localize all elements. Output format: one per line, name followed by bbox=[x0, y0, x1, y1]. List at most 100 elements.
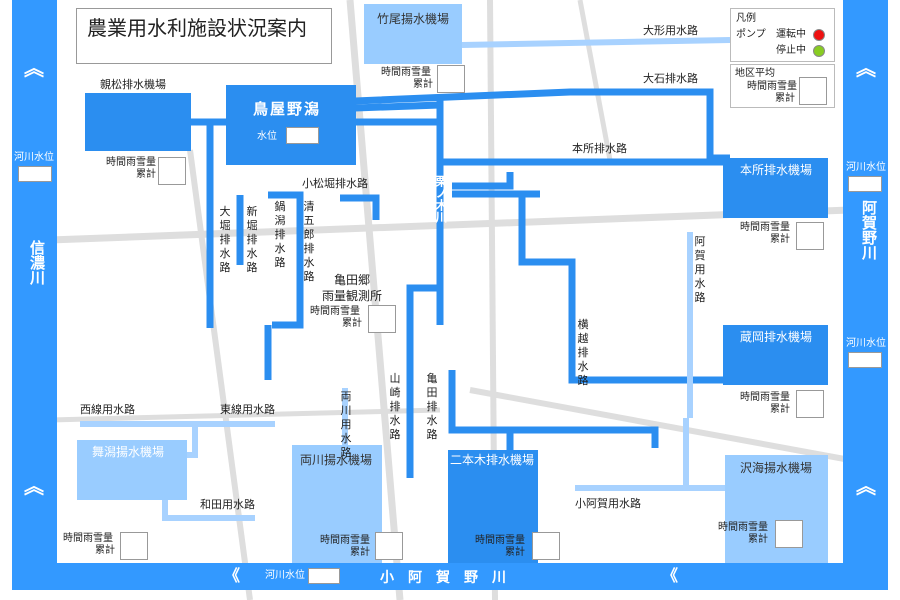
koagano-river-label: 小阿賀野川 bbox=[380, 570, 520, 586]
agano-flow-top-icon: ︽ bbox=[856, 56, 876, 80]
kameda-rain-hour: 時間雨雪量 bbox=[310, 306, 360, 317]
honjo-rain-label: 時間雨雪量累計 bbox=[740, 222, 790, 246]
kameda-rain-station-name[interactable]: 亀田郷 雨量観測所 bbox=[322, 273, 383, 303]
shinmatsu-rain-total: 累計 bbox=[136, 169, 156, 180]
nihongi-station-block bbox=[448, 450, 538, 563]
kuraoka-station-name[interactable]: 蔵岡排水機場 bbox=[740, 330, 813, 344]
kameda-haisui-label: 亀田排水路 bbox=[426, 372, 438, 441]
honjo-rain-hour: 時間雨雪量 bbox=[740, 222, 790, 233]
ryokawa-station-name[interactable]: 両川揚水機場 bbox=[300, 453, 373, 467]
koagano-river bbox=[12, 563, 888, 590]
ryokawa-rain-value bbox=[375, 532, 403, 560]
takeo-rain-total: 累計 bbox=[413, 79, 433, 90]
koagano-flow-left-icon: 《 bbox=[224, 566, 241, 585]
kuraoka-rain-value bbox=[796, 390, 824, 418]
nabegata-label: 鍋潟排水路 bbox=[274, 200, 286, 269]
shinmatsu-station-name[interactable]: 親松排水機場 bbox=[100, 78, 166, 91]
shinano-river-text: 信濃川 bbox=[28, 240, 46, 285]
nihongi-rain-label: 時間雨雪量累計 bbox=[475, 535, 525, 559]
agano-lower-level-label: 河川水位 bbox=[846, 338, 886, 349]
kuraoka-rain-total: 累計 bbox=[770, 404, 790, 415]
takeo-rain-hour: 時間雨雪量 bbox=[381, 67, 431, 78]
nihongi-rain-value bbox=[532, 532, 560, 560]
shinano-flow-bottom-icon: ︽ bbox=[24, 474, 44, 498]
aga-yosui-label: 阿賀用水路 bbox=[694, 235, 706, 304]
koagano-level-value bbox=[308, 568, 340, 584]
kameda-rain-label: 時間雨雪量累計 bbox=[310, 306, 362, 330]
yokogoshi-label: 横越排水路 bbox=[577, 318, 589, 387]
area-average-label: 地区平均 bbox=[735, 68, 775, 79]
ryokawa-yosui-label: 両川用水路 bbox=[340, 390, 352, 459]
agano-lower-level-value bbox=[848, 352, 882, 368]
sawaumi-station-name[interactable]: 沢海揚水機場 bbox=[740, 461, 813, 475]
agano-river-label: 阿賀野川 bbox=[856, 200, 878, 268]
takeo-rain-label: 時間雨雪量累計 bbox=[381, 67, 433, 91]
page-title: 農業用水利施設状況案内 bbox=[76, 8, 332, 64]
running-indicator-icon bbox=[813, 29, 825, 41]
stopped-indicator-icon bbox=[813, 45, 825, 57]
nihongi-station-name[interactable]: 二本木排水機場 bbox=[450, 453, 535, 467]
takeo-station-block bbox=[364, 4, 462, 64]
honjo-rain-value bbox=[796, 222, 824, 250]
legend-running-label: 運転中 bbox=[776, 29, 806, 40]
yamazaki-label: 山崎排水路 bbox=[389, 372, 401, 441]
ryokawa-rain-total: 累計 bbox=[350, 547, 370, 558]
shinano-level-value bbox=[18, 166, 52, 182]
nishisen-label: 西線用水路 bbox=[80, 403, 135, 416]
legend-pump-label: ポンプ bbox=[736, 29, 766, 40]
shinano-flow-top-icon: ︽ bbox=[24, 56, 44, 80]
area-average-panel: 地区平均 時間雨雪量 累計 bbox=[730, 64, 835, 108]
seigoro-label: 清五郎排水路 bbox=[303, 200, 315, 283]
agano-river-text: 阿賀野川 bbox=[860, 200, 878, 260]
komatsubori-label: 小松堀排水路 bbox=[302, 177, 368, 190]
kuraoka-station-block bbox=[723, 325, 828, 385]
shinano-river-label: 信濃川 bbox=[24, 240, 46, 293]
takeo-rain-value bbox=[437, 65, 465, 93]
shinano-river bbox=[12, 0, 57, 590]
legend-title: 凡例 bbox=[736, 13, 756, 24]
shinmatsu-rain-value bbox=[158, 157, 186, 185]
takeo-station-name[interactable]: 竹尾揚水機場 bbox=[377, 12, 450, 26]
area-average-rain-value bbox=[799, 77, 827, 105]
kuraoka-rain-label: 時間雨雪量累計 bbox=[740, 392, 790, 416]
honjo-rain-total: 累計 bbox=[770, 234, 790, 245]
area-average-total-label: 累計 bbox=[775, 93, 795, 104]
legend-stopped-label: 停止中 bbox=[776, 45, 806, 56]
sawaumi-rain-value bbox=[775, 520, 803, 548]
koagano-flow-right-icon: 《 bbox=[662, 566, 679, 585]
honjo-station-name[interactable]: 本所排水機場 bbox=[740, 163, 813, 177]
shinmatsu-rain-label: 時間雨雪量累計 bbox=[100, 157, 156, 181]
nihongi-rain-hour: 時間雨雪量 bbox=[475, 535, 525, 546]
agano-upper-level-value bbox=[848, 176, 882, 192]
sawaumi-rain-total: 累計 bbox=[748, 534, 768, 545]
maigata-station-name[interactable]: 舞潟揚水機場 bbox=[92, 445, 165, 459]
agano-upper-level-label: 河川水位 bbox=[846, 162, 886, 173]
koagano-level-label: 河川水位 bbox=[265, 570, 305, 581]
ryokawa-rain-hour: 時間雨雪量 bbox=[320, 535, 370, 546]
area-average-rain-label: 時間雨雪量 bbox=[747, 81, 797, 92]
ryokawa-rain-label: 時間雨雪量累計 bbox=[320, 535, 370, 559]
higashisen-label: 東線用水路 bbox=[220, 403, 275, 416]
agano-river bbox=[843, 0, 888, 590]
wada-label: 和田用水路 bbox=[200, 498, 255, 511]
sawaumi-rain-hour: 時間雨雪量 bbox=[718, 522, 768, 533]
legend: 凡例 ポンプ 運転中 停止中 bbox=[730, 8, 835, 62]
toriyano-lagoon-name[interactable]: 鳥屋野潟 bbox=[253, 100, 322, 118]
shinmatsu-station-block bbox=[85, 93, 191, 151]
toriyano-water-level-label: 水位 bbox=[257, 131, 277, 142]
oishi-haisui-label: 大石排水路 bbox=[643, 72, 698, 85]
kameda-rain-value bbox=[368, 305, 396, 333]
kurinoki-river-text: 栗ノ木川 bbox=[434, 175, 448, 223]
honjo-haisui-label: 本所排水路 bbox=[572, 142, 627, 155]
toriyano-lagoon-block bbox=[226, 85, 356, 165]
nihongi-rain-total: 累計 bbox=[505, 547, 525, 558]
kameda-rain-total: 累計 bbox=[342, 318, 362, 329]
kurinoki-river-label: 栗ノ木川 bbox=[430, 175, 450, 230]
ohori-label: 大堀排水路 bbox=[219, 205, 231, 274]
agano-flow-bottom-icon: ︽ bbox=[856, 474, 876, 498]
koaga-yosui-label: 小阿賀用水路 bbox=[575, 497, 641, 510]
maigata-rain-value bbox=[120, 532, 148, 560]
okata-yosui-label: 大形用水路 bbox=[643, 24, 698, 37]
maigata-rain-hour: 時間雨雪量 bbox=[63, 533, 113, 544]
